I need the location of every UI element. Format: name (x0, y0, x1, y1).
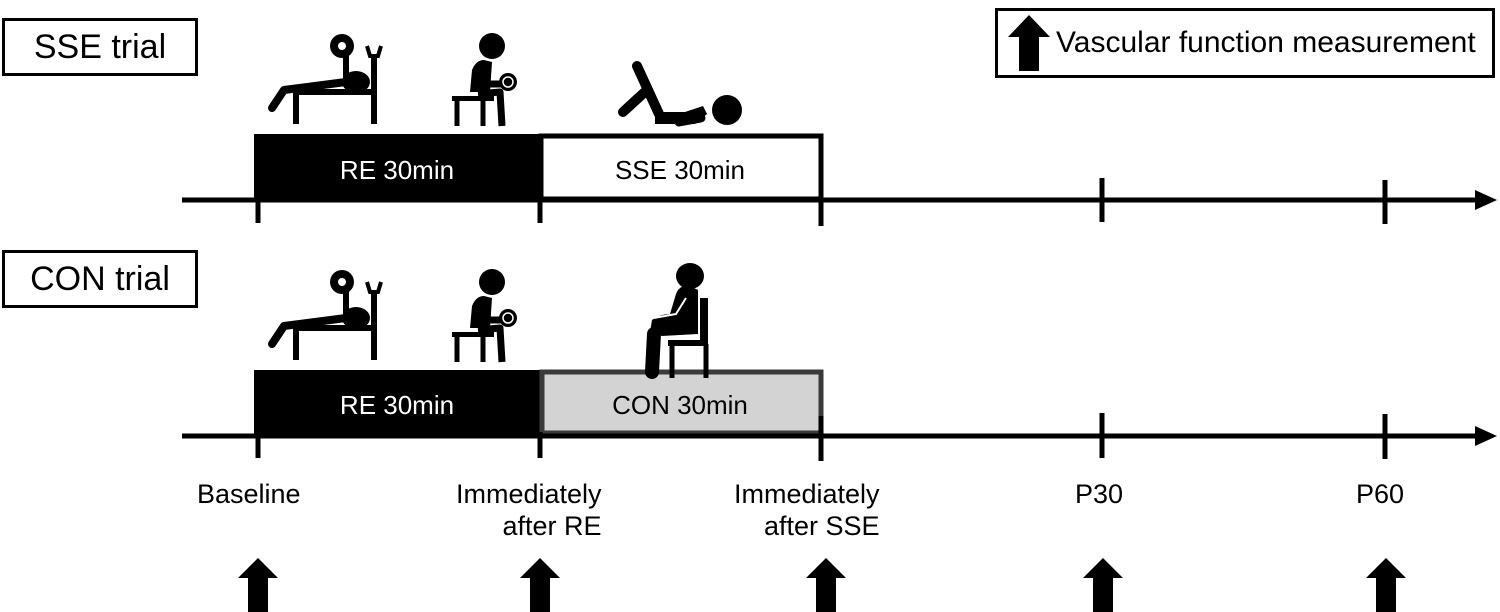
timepoint-after-re: Immediately after RE (456, 478, 602, 542)
bench-press-icon (268, 270, 383, 360)
up-arrow-icon (806, 558, 846, 612)
legend-label: Vascular function measurement (1056, 26, 1476, 59)
sse-re-segment (254, 134, 540, 202)
up-arrow-icon (1083, 558, 1123, 612)
bench-press-icon (268, 34, 383, 124)
seated-dumbbell-curl-icon (452, 33, 517, 127)
seated-rest-icon (645, 263, 709, 379)
timepoint-after-sse: Immediately after SSE (734, 478, 880, 542)
sse-trial-label: SSE trial (2, 18, 198, 76)
timepoint-p30: P30 (1075, 478, 1123, 510)
up-arrow-icon (1366, 558, 1406, 612)
con-re-segment-label: RE 30min (340, 390, 454, 420)
sse-re-segment-label: RE 30min (340, 155, 454, 185)
legend-box: Vascular function measurement (995, 8, 1495, 78)
timepoint-label-line2: after SSE (763, 511, 880, 541)
measurement-arrows (238, 558, 1406, 612)
con-con-segment-label: CON 30min (612, 390, 748, 420)
sse-axis-arrowhead-icon (1475, 190, 1497, 210)
timepoint-label-line1: Immediately (456, 479, 602, 509)
timepoint-label-line1: Baseline (197, 479, 301, 509)
con-axis-arrowhead-icon (1475, 426, 1497, 446)
supine-leg-raise-icon (618, 61, 742, 127)
sse-trial-row: RE 30min SSE 30min (182, 33, 1497, 226)
sse-sse-segment-label: SSE 30min (615, 155, 745, 185)
con-trial-row: RE 30min CON 30min (182, 263, 1497, 461)
timepoint-baseline: Baseline (197, 478, 301, 510)
up-arrow-icon (520, 558, 560, 612)
con-trial-label: CON trial (2, 250, 198, 308)
timepoint-p60: P60 (1356, 478, 1404, 510)
timepoint-label-line1: Immediately (734, 479, 880, 509)
con-con-segment (539, 369, 824, 436)
timepoint-label-line2: after RE (502, 511, 602, 541)
timepoint-label-line1: P60 (1356, 479, 1405, 509)
up-arrow-icon (238, 558, 278, 612)
seated-dumbbell-curl-icon (452, 269, 517, 363)
con-re-segment (254, 370, 540, 436)
up-arrow-icon (1008, 15, 1050, 71)
timepoint-label-line1: P30 (1075, 479, 1124, 509)
sse-trial-label-text: SSE trial (33, 27, 167, 66)
con-trial-label-text: CON trial (30, 259, 170, 298)
